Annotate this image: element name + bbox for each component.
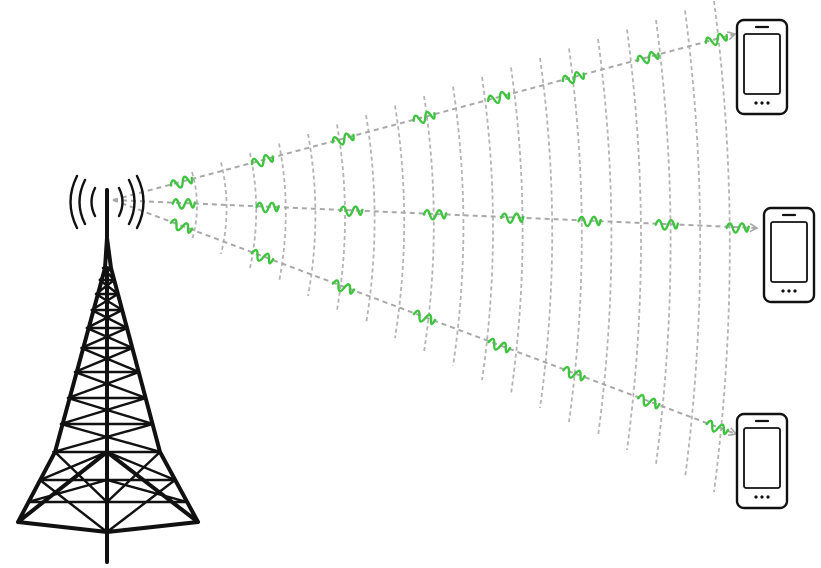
- squiggle-wave-icon: [487, 337, 512, 354]
- radio-wave-arcs-icon: [69, 174, 145, 230]
- wavefront-arc: [307, 133, 317, 297]
- wavefronts: [191, 0, 731, 493]
- smartphone-icon: [762, 206, 816, 304]
- squiggle-wave-icon: [562, 365, 586, 382]
- wavefront-arc: [510, 67, 524, 395]
- squiggle-wave-icon: [331, 132, 355, 146]
- squiggle-wave-icon: [255, 201, 280, 214]
- squiggle-wave-icon: [422, 208, 448, 221]
- wavefront-arc: [336, 124, 346, 311]
- squiggle-wave-icon: [705, 419, 730, 436]
- squiggle-wave-icon: [654, 219, 680, 231]
- wavefront-arc: [481, 76, 494, 381]
- smartphone-icon: [735, 18, 789, 116]
- wavefront-arc: [452, 86, 465, 367]
- wavefront-arc: [713, 0, 731, 493]
- wavefront-arc: [597, 38, 613, 437]
- squiggle-wave-icon: [500, 212, 525, 225]
- wavefront-arc: [684, 10, 702, 479]
- squiggle-wave-icon: [725, 222, 750, 234]
- squiggle-wave-icon: [704, 32, 729, 47]
- squiggle-wave-icon: [636, 51, 660, 65]
- squiggle-wave-icon: [561, 71, 586, 85]
- tower-legs: [16, 188, 200, 564]
- wavefront-arc: [568, 48, 583, 423]
- squiggle-wave-icon: [636, 393, 661, 410]
- squiggle-wave-icon: [169, 175, 194, 189]
- squiggle-wave-icon: [331, 279, 356, 295]
- squiggle-wave-icon: [171, 198, 197, 210]
- squiggle-wave-icon: [169, 218, 194, 234]
- wavefront-arc: [394, 105, 406, 339]
- wavefront-arc: [539, 57, 554, 409]
- wavefront-arc: [626, 29, 642, 451]
- smartphone-icon: [735, 412, 789, 510]
- wavefront-arc: [249, 152, 258, 269]
- wavefront-arc: [278, 143, 287, 283]
- squiggle-wave-icon: [250, 248, 275, 265]
- phones: [735, 18, 816, 510]
- wavefront-arc: [220, 162, 228, 255]
- squiggle-wave-icon: [412, 309, 437, 326]
- signal-rays: [112, 31, 759, 437]
- squiggle-wave-icon: [577, 215, 602, 228]
- cell-tower-icon: [16, 174, 200, 564]
- squiggle-wave-icon: [339, 205, 364, 218]
- squiggle-wave-icon: [250, 154, 275, 168]
- signal-glyphs: [169, 32, 750, 436]
- wavefront-arc: [365, 114, 376, 325]
- tower-lattice: [26, 266, 189, 534]
- signal-ray-arrow: [112, 199, 738, 437]
- wavefront-arc: [655, 19, 672, 465]
- squiggle-wave-icon: [412, 110, 436, 125]
- squiggle-wave-icon: [487, 90, 511, 105]
